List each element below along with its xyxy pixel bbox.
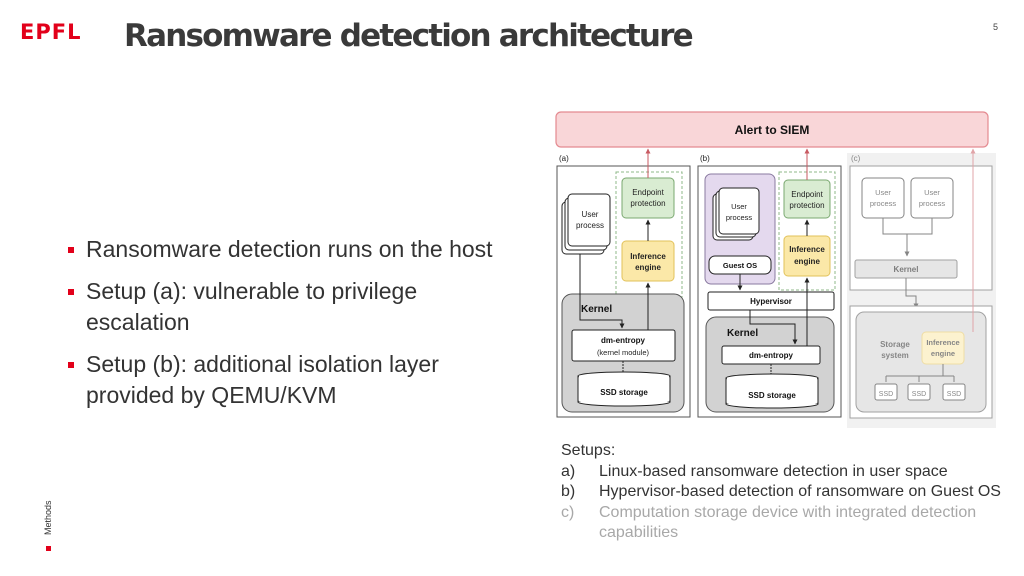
inference-engine-box bbox=[921, 331, 965, 365]
setup-item: c) Computation storage device with integ… bbox=[561, 503, 1001, 544]
setup-item: a) Linux-based ransomware detection in u… bbox=[561, 462, 1001, 483]
setup-item-label: c) bbox=[561, 503, 575, 521]
user-process-box bbox=[910, 177, 954, 219]
ssd-storage-mask bbox=[727, 378, 817, 403]
kernel-label: Kernel bbox=[581, 304, 612, 315]
setups-heading: Setups: bbox=[561, 442, 616, 459]
setup-item-label: b) bbox=[561, 483, 576, 500]
panel-c: (c) User process User process Kernel Sto… bbox=[847, 148, 996, 428]
kernel-label: Kernel bbox=[727, 328, 758, 339]
user-to-kernel-arrow bbox=[579, 254, 625, 329]
alert-siem-label: Alert to SIEM bbox=[735, 123, 810, 137]
user-process-label: process bbox=[919, 199, 946, 208]
user-process-label: process bbox=[870, 199, 897, 208]
storage-system-label: Storage bbox=[880, 340, 910, 349]
endpoint-protection-label: Endpoint bbox=[791, 190, 823, 199]
setup-item: b) Hypervisor-based detection of ransomw… bbox=[561, 482, 1001, 503]
ssd-label: SSD bbox=[912, 391, 926, 398]
ssd-label: SSD bbox=[947, 391, 961, 398]
endpoint-protection-box bbox=[783, 179, 831, 219]
panel-b: (b) User process Guest OS Endpoint prote… bbox=[697, 148, 842, 418]
endpoint-protection-label: protection bbox=[789, 201, 824, 210]
endpoint-protection-label: Endpoint bbox=[632, 188, 664, 197]
alert-siem-box bbox=[555, 111, 989, 148]
endpoint-protection-label: protection bbox=[630, 199, 665, 208]
bullet-text: Setup (a): vulnerable to privilege escal… bbox=[86, 278, 418, 335]
architecture-diagram: Alert to SIEM (a) User process Endpoint … bbox=[555, 111, 996, 428]
user-process-label: process bbox=[726, 213, 753, 222]
user-process-box bbox=[718, 187, 760, 235]
user-process-label: User bbox=[875, 188, 891, 197]
setup-item-text: Computation storage device with integrat… bbox=[599, 503, 977, 542]
user-process-label: User bbox=[731, 202, 747, 211]
hypervisor-box bbox=[707, 291, 835, 311]
page-number: 5 bbox=[992, 22, 998, 32]
kernel-to-storage-arrow bbox=[905, 278, 919, 309]
ssd-box bbox=[942, 383, 966, 401]
user-process-label: User bbox=[924, 188, 940, 197]
panel-a-label: (a) bbox=[559, 154, 569, 163]
bullet-item: Setup (a): vulnerable to privilege escal… bbox=[66, 276, 506, 338]
epfl-logo: EPFL bbox=[20, 20, 82, 44]
ssd-box bbox=[874, 383, 898, 401]
setup-item-text: Hypervisor-based detection of ransomware… bbox=[599, 483, 1001, 500]
ssd-label: SSD bbox=[879, 391, 893, 398]
hypervisor-label: Hypervisor bbox=[750, 297, 792, 306]
ssd-storage-label: SSD storage bbox=[748, 391, 796, 400]
bullet-marker-icon bbox=[68, 362, 74, 368]
kernel-label: Kernel bbox=[894, 265, 919, 274]
bullet-marker-icon bbox=[68, 247, 74, 253]
inference-engine-label: engine bbox=[931, 349, 955, 358]
ssd-box bbox=[907, 383, 931, 401]
endpoint-protection-box bbox=[621, 177, 675, 219]
setup-item-text: Linux-based ransomware detection in user… bbox=[599, 462, 948, 480]
panel-b-label: (b) bbox=[700, 154, 710, 163]
inference-engine-label: engine bbox=[635, 263, 661, 272]
inference-engine-label: Inference bbox=[630, 252, 666, 261]
storage-system-label: system bbox=[881, 351, 909, 360]
user-process-label: process bbox=[576, 221, 604, 230]
bullet-marker-icon bbox=[68, 289, 74, 295]
bullet-text: Setup (b): additional isolation layer pr… bbox=[86, 351, 439, 408]
panel-c-label: (c) bbox=[851, 154, 861, 163]
bullet-text: Ransomware detection runs on the host bbox=[86, 236, 493, 262]
bullet-item: Ransomware detection runs on the host bbox=[66, 234, 506, 265]
section-label: Methods bbox=[43, 500, 53, 535]
user-process-label: User bbox=[582, 210, 599, 219]
bullet-item: Setup (b): additional isolation layer pr… bbox=[66, 349, 506, 411]
panel-a: (a) User process Endpoint protection Inf… bbox=[556, 148, 691, 418]
guest-os-label: Guest OS bbox=[723, 261, 757, 270]
dm-entropy-label: dm-entropy bbox=[749, 351, 794, 360]
inference-engine-label: Inference bbox=[926, 338, 959, 347]
bullet-list: Ransomware detection runs on the host Se… bbox=[66, 234, 506, 422]
section-marker-icon bbox=[46, 546, 51, 551]
setup-item-label: a) bbox=[561, 462, 576, 480]
user-process-box bbox=[861, 177, 905, 219]
ssd-storage-mask bbox=[579, 376, 669, 401]
ssd-bus-lines bbox=[885, 364, 955, 382]
hypervisor-to-kernel-arrow bbox=[749, 310, 798, 345]
dm-entropy-sublabel: (kernel module) bbox=[597, 348, 650, 357]
user-process-box bbox=[567, 193, 611, 247]
detection-region bbox=[615, 171, 683, 298]
inference-engine-label: Inference bbox=[789, 245, 825, 254]
inference-engine-box bbox=[621, 240, 675, 282]
users-to-kernel-arrow bbox=[882, 218, 933, 256]
inference-engine-label: engine bbox=[794, 257, 820, 266]
slide-title: Ransomware detection architecture bbox=[124, 18, 694, 54]
setups-legend: Setups: a) Linux-based ransomware detect… bbox=[561, 441, 1001, 544]
ssd-storage-label: SSD storage bbox=[600, 388, 648, 397]
inference-engine-box bbox=[783, 235, 831, 277]
dm-entropy-label: dm-entropy bbox=[601, 336, 646, 345]
